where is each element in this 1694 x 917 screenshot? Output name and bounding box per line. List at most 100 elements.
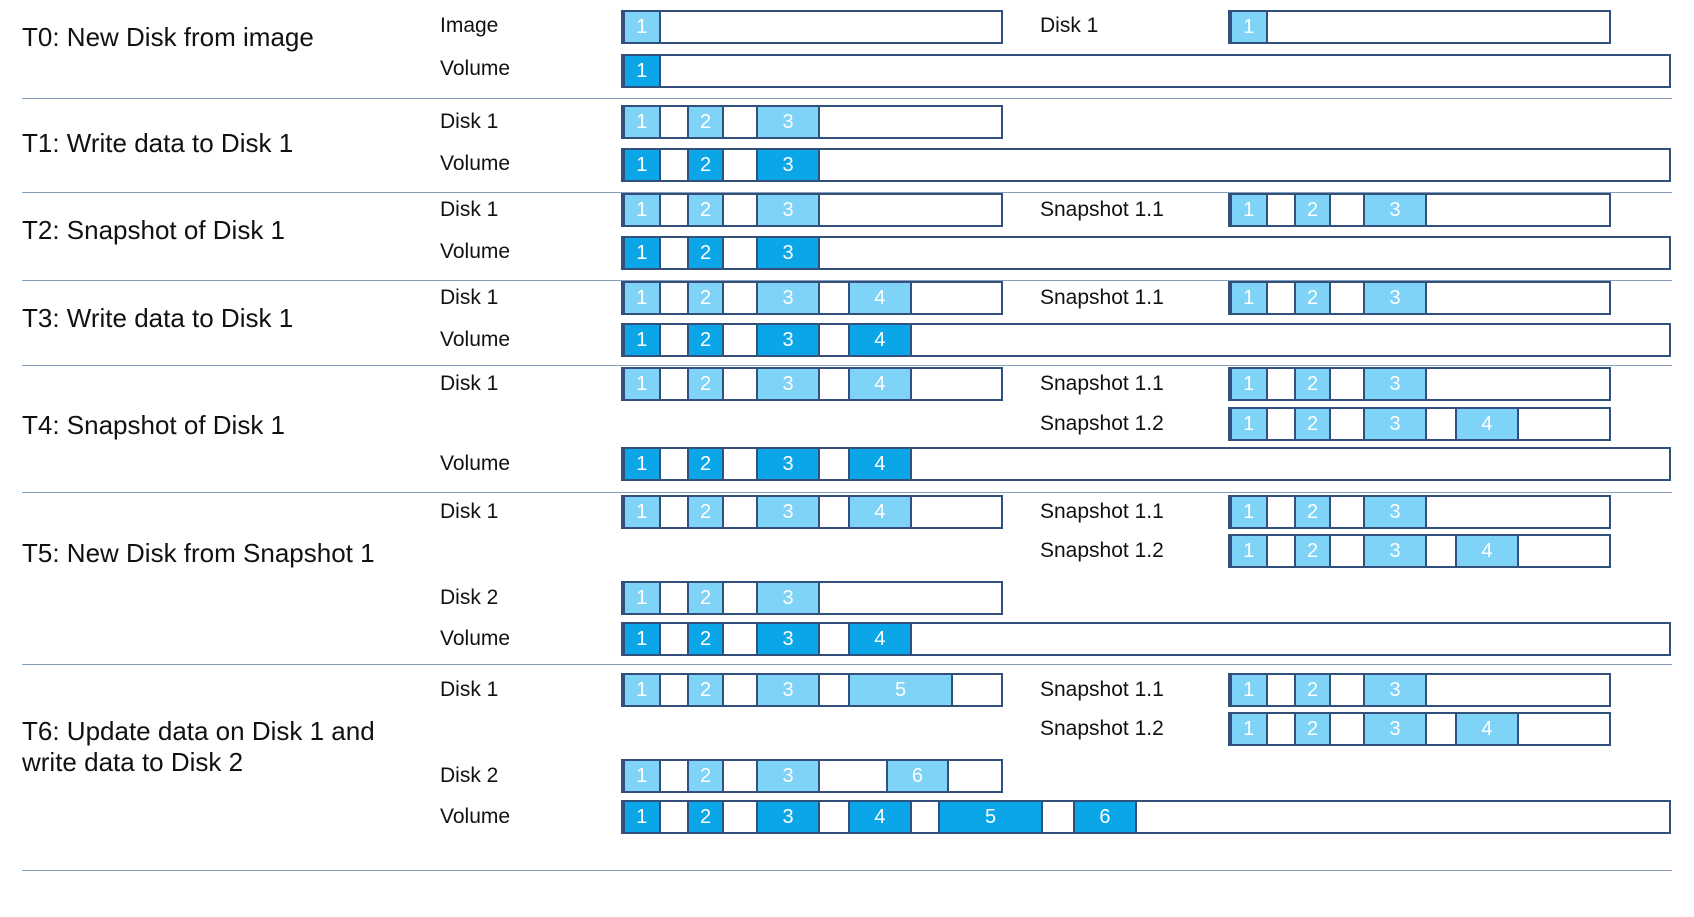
block-1: 1 [623, 283, 661, 313]
block-1: 1 [623, 325, 661, 355]
lane-label-disk-1: Disk 1 [440, 198, 499, 221]
block-5: 5 [848, 675, 953, 705]
lane-label-disk-2: Disk 2 [440, 586, 499, 609]
row-divider-t3 [22, 365, 1672, 366]
block-3: 3 [1363, 195, 1427, 225]
block-3: 3 [1363, 369, 1427, 399]
snapshot-label-snapshot-1-1: Snapshot 1.1 [1040, 198, 1164, 221]
block-2: 2 [686, 107, 725, 137]
block-1: 1 [623, 761, 661, 791]
block-1: 1 [1230, 536, 1268, 566]
lane-label-volume: Volume [440, 240, 511, 263]
row-divider-t4 [22, 492, 1672, 493]
block-3: 3 [756, 624, 820, 654]
block-5: 5 [938, 802, 1043, 832]
block-2: 2 [1293, 675, 1332, 705]
block-4: 4 [848, 802, 912, 832]
lane-label-volume: Volume [440, 57, 511, 80]
lane-label-volume: Volume [440, 805, 511, 828]
block-1: 1 [1230, 369, 1268, 399]
block-4: 4 [848, 497, 912, 527]
block-1: 1 [623, 107, 661, 137]
row-divider-t1 [22, 192, 1672, 193]
block-4: 4 [848, 325, 912, 355]
snapshot-label-snapshot-1-2: Snapshot 1.2 [1040, 412, 1164, 435]
block-1: 1 [623, 497, 661, 527]
lane-label-disk-1: Disk 1 [440, 372, 499, 395]
block-2: 2 [1293, 283, 1332, 313]
block-3: 3 [756, 150, 820, 180]
row-title-t0: T0: New Disk from image [22, 22, 314, 52]
block-2: 2 [1293, 497, 1332, 527]
lane-label-volume: Volume [440, 328, 511, 351]
block-2: 2 [686, 369, 725, 399]
block-2: 2 [686, 761, 725, 791]
block-1: 1 [1230, 12, 1268, 42]
row-divider-t6 [22, 870, 1672, 871]
block-2: 2 [1293, 714, 1332, 744]
snapshot-label-snapshot-1-2: Snapshot 1.2 [1040, 539, 1164, 562]
block-2: 2 [686, 283, 725, 313]
block-3: 3 [1363, 714, 1427, 744]
block-4: 4 [848, 283, 912, 313]
row-divider-t0 [22, 98, 1672, 99]
block-3: 3 [1363, 283, 1427, 313]
block-6: 6 [1073, 802, 1137, 832]
row-title-t2: T2: Snapshot of Disk 1 [22, 215, 286, 245]
block-4: 4 [848, 624, 912, 654]
block-3: 3 [756, 283, 820, 313]
block-2: 2 [686, 497, 725, 527]
block-2: 2 [686, 150, 725, 180]
block-6: 6 [885, 761, 950, 791]
snapshot-label-disk-1: Disk 1 [1040, 14, 1099, 37]
block-2: 2 [1293, 195, 1332, 225]
block-1: 1 [623, 802, 661, 832]
snapshot-label-snapshot-1-1: Snapshot 1.1 [1040, 678, 1164, 701]
snapshot-label-snapshot-1-1: Snapshot 1.1 [1040, 500, 1164, 523]
block-3: 3 [756, 369, 820, 399]
block-4: 4 [1455, 714, 1519, 744]
block-2: 2 [686, 195, 725, 225]
lane-label-disk-1: Disk 1 [440, 286, 499, 309]
lane-label-volume: Volume [440, 152, 511, 175]
block-2: 2 [686, 449, 725, 479]
lane-bar-image: 1 [621, 10, 1003, 44]
block-2: 2 [686, 583, 725, 613]
snapshot-label-snapshot-1-1: Snapshot 1.1 [1040, 372, 1164, 395]
block-3: 3 [756, 195, 820, 225]
block-3: 3 [1363, 409, 1427, 439]
lane-bar-volume: 1 [621, 54, 1671, 88]
block-3: 3 [756, 802, 820, 832]
lane-label-disk-1: Disk 1 [440, 110, 499, 133]
block-1: 1 [1230, 497, 1268, 527]
block-1: 1 [623, 150, 661, 180]
block-1: 1 [623, 369, 661, 399]
row-title-t6: T6: Update data on Disk 1 and write data… [22, 716, 375, 777]
block-3: 3 [756, 107, 820, 137]
row-title-t1: T1: Write data to Disk 1 [22, 128, 294, 158]
block-1: 1 [623, 195, 661, 225]
